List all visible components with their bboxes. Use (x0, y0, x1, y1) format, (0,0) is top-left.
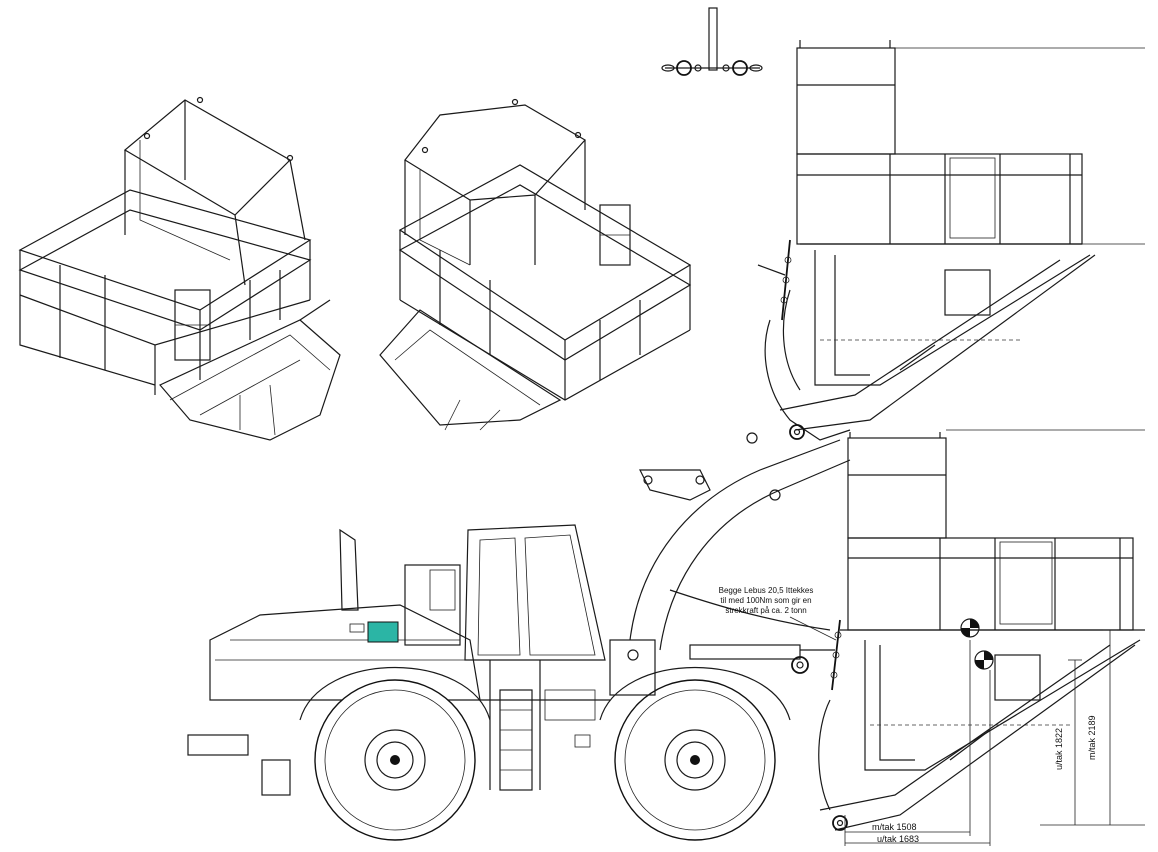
wheel-loader (187, 524, 791, 841)
lower-basket-side (818, 429, 1145, 831)
accent-panel (367, 621, 399, 643)
dimension-lines: m/tak 2189 u/tak 1822 m/tak 1508 u/tak 1… (844, 629, 1145, 846)
raised-basket-side (757, 40, 1145, 441)
note-line-2: til med 100Nm som gir en (720, 596, 811, 605)
top-view-hook (661, 7, 763, 76)
iso-basket-middle (379, 98, 692, 431)
note-line-3: strekkraft på ca. 2 tonn (725, 606, 806, 615)
dim-u-tak-1683: u/tak 1683 (877, 834, 919, 844)
iso-basket-left (18, 96, 341, 441)
dim-m-tak-2189: m/tak 2189 (1087, 715, 1097, 760)
loader-arm (629, 432, 851, 674)
annotation-note: Begge Lebus 20,5 Ittekkes til med 100Nm … (719, 586, 837, 641)
note-line-1: Begge Lebus 20,5 Ittekkes (719, 586, 814, 595)
dim-u-tak-1822: u/tak 1822 (1054, 728, 1064, 770)
dim-m-tak-1508: m/tak 1508 (872, 822, 917, 832)
